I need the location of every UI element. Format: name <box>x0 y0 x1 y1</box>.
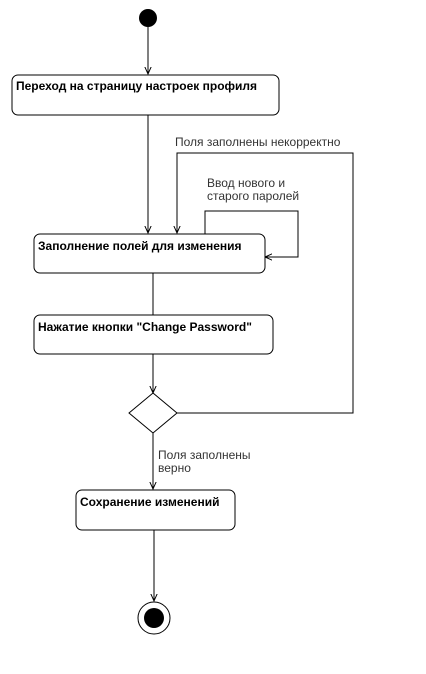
final-node <box>137 601 171 635</box>
edge-label-correct-line1: Поля заполнены <box>158 448 251 462</box>
edge-self-loop-fill-fields <box>204 210 299 257</box>
action-fill-fields-label: Заполнение полей для изменения <box>38 239 242 253</box>
action-press-button: Нажатие кнопки "Change Password" <box>33 314 274 355</box>
action-fill-fields: Заполнение полей для изменения <box>33 233 266 274</box>
action-save-changes: Сохранение изменений <box>75 489 236 531</box>
action-save-changes-label: Сохранение изменений <box>80 495 219 509</box>
edge-label-self-loop-line2: старого паролей <box>207 189 299 203</box>
edge-decision-to-fill-fields-incorrect <box>177 152 354 414</box>
edge-label-self-loop-line1: Ввод нового и <box>207 176 285 190</box>
edge-label-correct-line2: верно <box>158 461 191 475</box>
edge-label-incorrect: Поля заполнены некорректно <box>175 135 341 149</box>
initial-node <box>139 9 157 27</box>
action-press-button-label: Нажатие кнопки "Change Password" <box>38 320 252 334</box>
action-open-settings: Переход на страницу настроек профиля <box>11 74 280 116</box>
decision-node <box>128 392 178 434</box>
action-open-settings-label: Переход на страницу настроек профиля <box>16 79 257 93</box>
